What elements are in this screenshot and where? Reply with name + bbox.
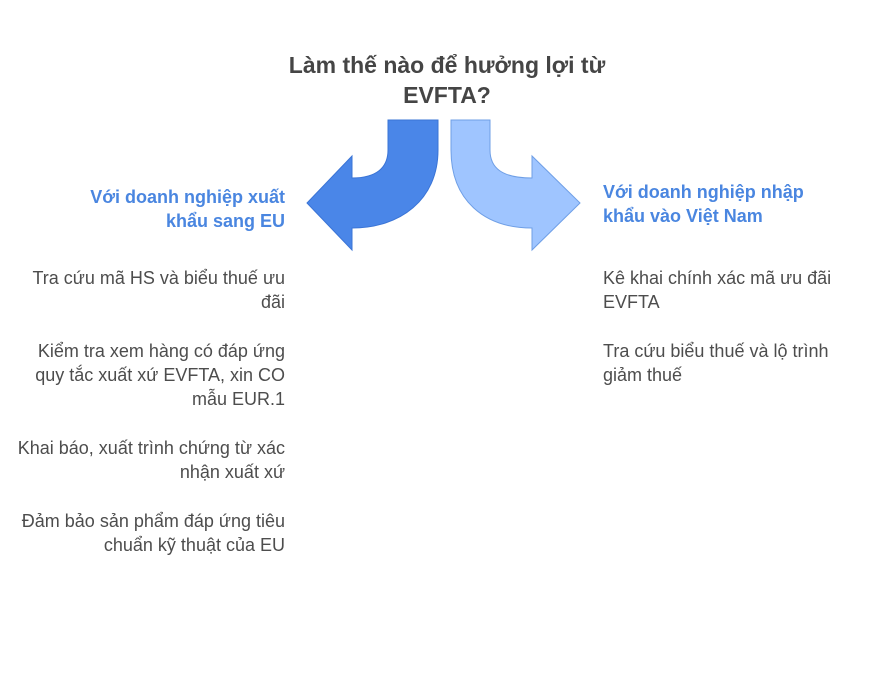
export-steps: Tra cứu mã HS và biểu thuế ưu đãi Kiểm t… <box>15 266 285 582</box>
left-arrow-icon <box>306 119 439 252</box>
import-heading: Với doanh nghiệp nhập khẩu vào Việt Nam <box>603 182 804 226</box>
export-heading: Với doanh nghiệp xuất khẩu sang EU <box>90 187 285 231</box>
export-step: Đảm bảo sản phẩm đáp ứng tiêu chuẩn kỹ t… <box>21 511 285 555</box>
import-step: Kê khai chính xác mã ưu đãi EVFTA <box>603 268 832 312</box>
export-step: Khai báo, xuất trình chứng từ xác nhận x… <box>17 438 285 482</box>
import-step: Tra cứu biểu thuế và lộ trình giảm thuế <box>603 341 829 385</box>
right-arrow-icon <box>450 119 581 252</box>
diagram-title: Làm thế nào để hưởng lợi từ EVFTA? <box>288 52 606 108</box>
export-step: Tra cứu mã HS và biểu thuế ưu đãi <box>32 268 285 312</box>
export-step: Kiểm tra xem hàng có đáp ứng quy tắc xuấ… <box>35 341 285 409</box>
import-steps: Kê khai chính xác mã ưu đãi EVFTA Tra cứ… <box>603 266 863 412</box>
